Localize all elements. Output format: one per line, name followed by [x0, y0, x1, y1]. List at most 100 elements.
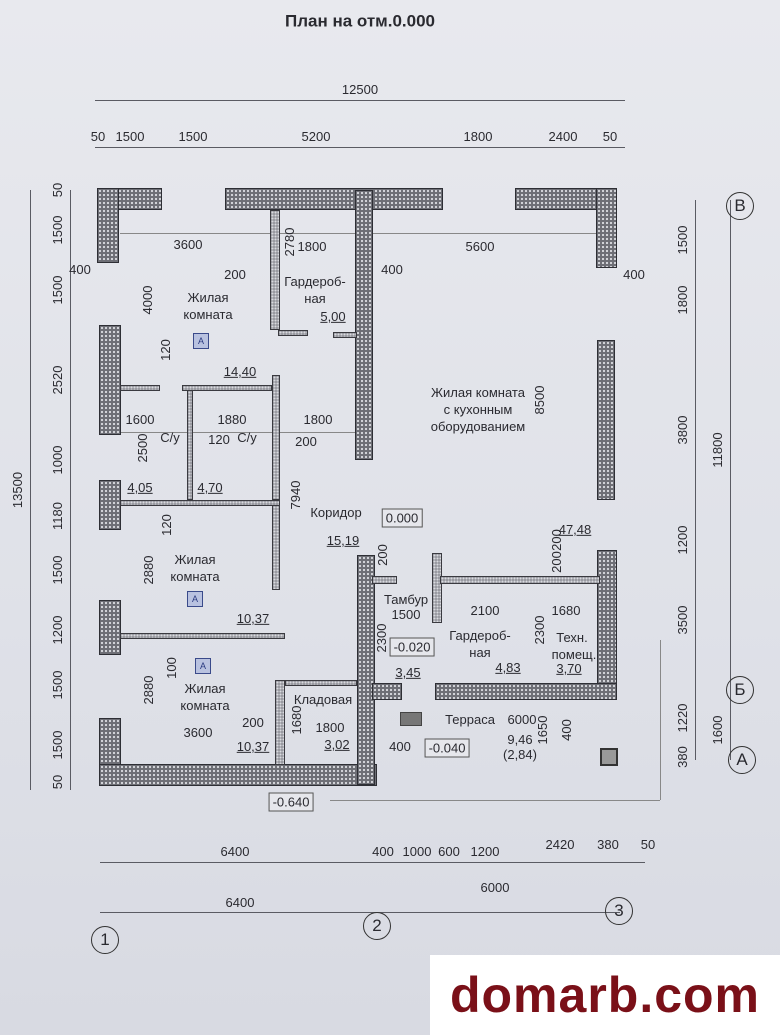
room-name: С/у — [237, 429, 257, 445]
room-area: 14,40 — [223, 363, 257, 379]
room-area: 3,02 — [324, 736, 350, 752]
dim-label: 1200 — [49, 615, 65, 645]
dim-label: 2300 — [531, 615, 547, 645]
wall — [597, 340, 615, 500]
partition — [182, 385, 272, 391]
dim-label: 600 — [438, 843, 460, 859]
terrace-outline — [330, 800, 660, 801]
ground-level-mark: -0.640 — [268, 792, 314, 812]
dim-label: 120 — [208, 431, 230, 447]
dim-label: 3600 — [183, 724, 213, 740]
partition — [272, 505, 280, 590]
dim-line-left-total — [30, 190, 31, 790]
wall — [99, 764, 377, 786]
level-mark: 0.000 — [381, 508, 423, 528]
room-area-secondary: (2,84) — [503, 746, 537, 762]
dim-label: 1680 — [551, 602, 581, 618]
wall — [596, 188, 617, 268]
dim-label: 6000 — [480, 879, 510, 895]
dim-label: 1500 — [49, 215, 65, 245]
wall — [357, 555, 375, 785]
dim-label: 200 — [242, 714, 264, 730]
dim-label: 400 — [558, 719, 574, 741]
axis-marker-3: 3 — [605, 897, 633, 925]
dim-label: 4000 — [139, 285, 155, 315]
room-name: комната — [183, 306, 233, 322]
dim-total-width: 12500 — [341, 81, 379, 97]
dim-label: 380 — [674, 746, 690, 768]
dim-line-bottom — [100, 862, 645, 863]
room-name: Кладовая — [293, 691, 353, 707]
dim-label: 6400 — [225, 894, 255, 910]
room-name: Тамбур — [383, 591, 429, 607]
dim-label: 3500 — [674, 605, 690, 635]
dim-label: 1800 — [303, 411, 333, 427]
wall — [99, 600, 121, 655]
partition — [120, 633, 285, 639]
plan-title: План на отм.0.000 — [284, 11, 436, 31]
dim-label: 1200 — [470, 843, 500, 859]
dim-total-height: 13500 — [9, 471, 25, 509]
dim-line-top — [95, 147, 625, 148]
partition — [440, 576, 600, 584]
room-area: 9,46 — [507, 731, 533, 747]
wall — [225, 188, 443, 210]
dim-line-bottom-axes — [100, 912, 620, 913]
level-mark: -0.040 — [424, 738, 470, 758]
room-name: оборудованием — [430, 418, 526, 434]
dim-label: 50 — [602, 128, 618, 144]
watermark-text: domarb.com — [449, 967, 761, 1023]
dim-label: 2520 — [49, 365, 65, 395]
dim-label: 6400 — [220, 843, 250, 859]
step-icon — [400, 712, 422, 726]
dim-label: 6000 — [507, 711, 537, 727]
floor-heating-icon: A — [187, 591, 203, 607]
dim-line-right-total — [730, 200, 731, 760]
dim-label: 50 — [49, 774, 65, 790]
dim-label: 1600 — [709, 715, 725, 745]
dim-label: 1220 — [674, 703, 690, 733]
axis-marker-b: Б — [726, 676, 754, 704]
dim-label: 2500 — [134, 433, 150, 463]
room-area: 3,45 — [395, 664, 421, 680]
floor-heating-icon: A — [195, 658, 211, 674]
dim-label: 3600 — [173, 236, 203, 252]
partition — [270, 210, 280, 330]
wall — [515, 188, 617, 210]
dim-label: 1500 — [49, 730, 65, 760]
partition — [120, 500, 280, 506]
dim-label: 50 — [640, 836, 656, 852]
axis-marker-1: 1 — [91, 926, 119, 954]
partition — [278, 330, 308, 336]
axis-marker-2: 2 — [363, 912, 391, 940]
dim-total-height-right: 11800 — [709, 432, 725, 468]
wall — [99, 325, 121, 435]
dim-line-right — [695, 200, 696, 760]
partition — [275, 680, 285, 765]
watermark: domarb.com — [430, 955, 780, 1035]
dim-label: 400 — [381, 261, 403, 277]
room-name: Коридор — [310, 504, 362, 520]
dim-label: 1650 — [534, 715, 550, 745]
floor-heating-icon: A — [193, 333, 209, 349]
room-name: Жилая — [187, 289, 229, 305]
partition — [272, 375, 280, 500]
wall — [435, 683, 617, 700]
room-name: ная — [304, 290, 326, 306]
dim-label: 5200 — [301, 128, 331, 144]
grid-line — [120, 432, 360, 433]
dim-label: 200 — [224, 266, 246, 282]
dim-label: 2100 — [470, 602, 500, 618]
dim-label: 1500 — [178, 128, 208, 144]
room-area: 4,05 — [127, 479, 153, 495]
dim-label: 1500 — [49, 555, 65, 585]
partition — [120, 385, 160, 391]
dim-label: 200 — [374, 544, 390, 566]
dim-label: 1800 — [297, 238, 327, 254]
dim-label: 1500 — [49, 275, 65, 305]
dim-label: 50 — [49, 182, 65, 198]
partition — [333, 332, 357, 338]
partition — [285, 680, 357, 686]
room-name: комната — [180, 697, 230, 713]
dim-label: 2880 — [140, 675, 156, 705]
